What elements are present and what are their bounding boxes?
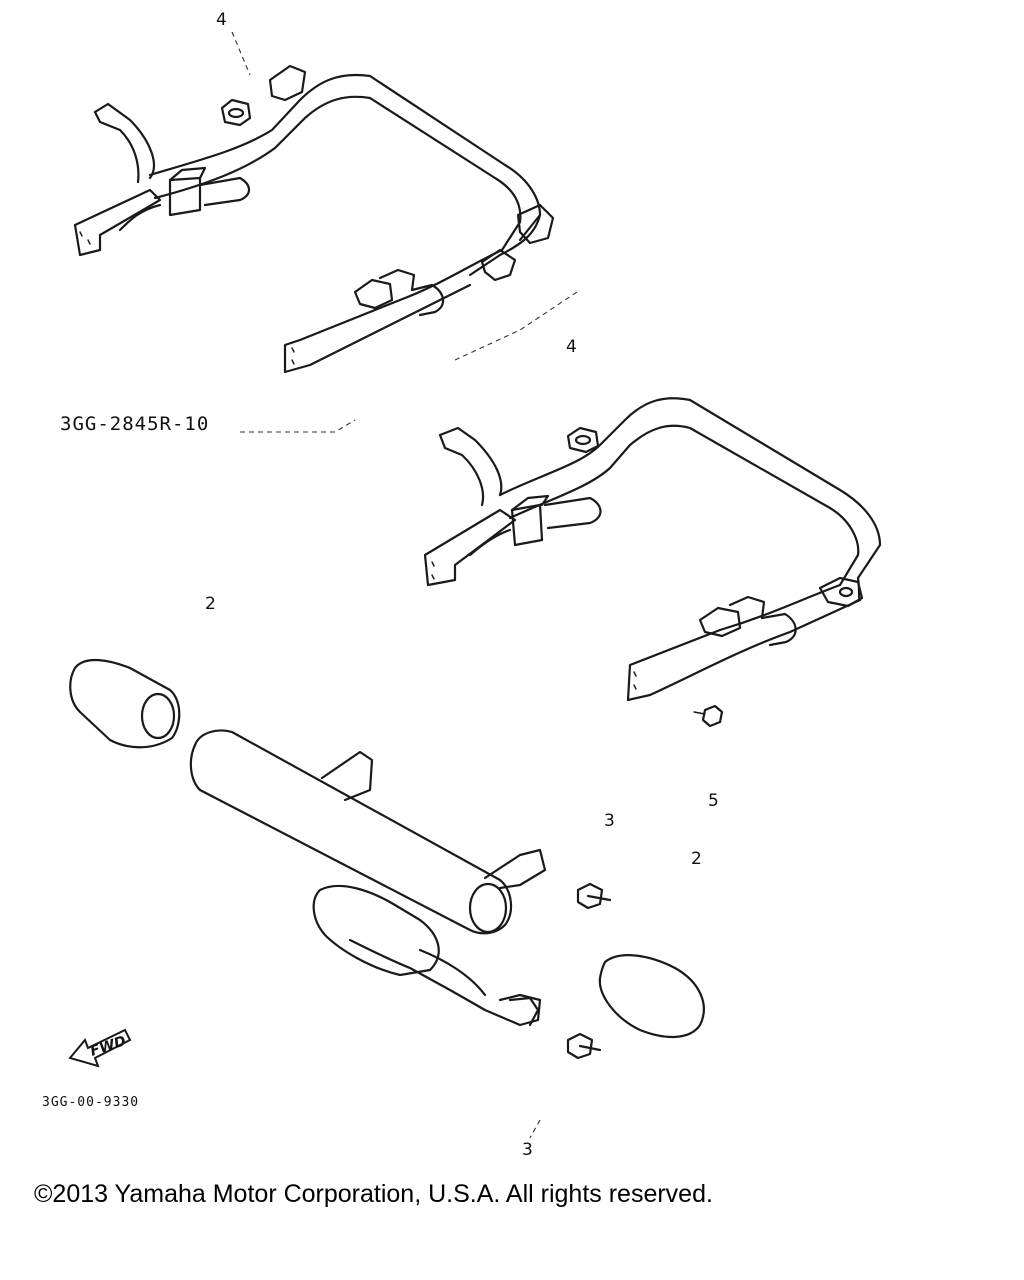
drawing-code-label: 3GG-00-9330: [42, 1095, 139, 1110]
bumper-bar-lower: [189, 729, 547, 1027]
parts-diagram: FWD 4 4 2 3 5 2 3 3GG-2845R-10 3GG-00-93…: [42, 10, 882, 1160]
bumper-frame-upper: [73, 64, 555, 374]
fwd-arrow-icon: FWD: [68, 1028, 132, 1068]
callout-4-top: 4: [216, 10, 227, 30]
copyright-notice: ©2013 Yamaha Motor Corporation, U.S.A. A…: [34, 1180, 713, 1208]
callout-5: 5: [708, 791, 719, 811]
bumper-frame-middle: [423, 397, 882, 728]
callout-4-middle: 4: [566, 337, 577, 357]
part-number-label: 3GG-2845R-10: [60, 413, 209, 435]
fwd-label: FWD: [88, 1033, 128, 1060]
callout-2-left: 2: [205, 594, 216, 614]
end-cap-left: [69, 659, 181, 749]
callout-3-middle: 3: [604, 811, 615, 831]
bolts: [566, 882, 612, 1060]
callout-3-bottom: 3: [522, 1140, 533, 1160]
end-cap-right: [598, 954, 705, 1039]
callout-2-right: 2: [691, 849, 702, 869]
leader-lines: [231, 31, 581, 1139]
